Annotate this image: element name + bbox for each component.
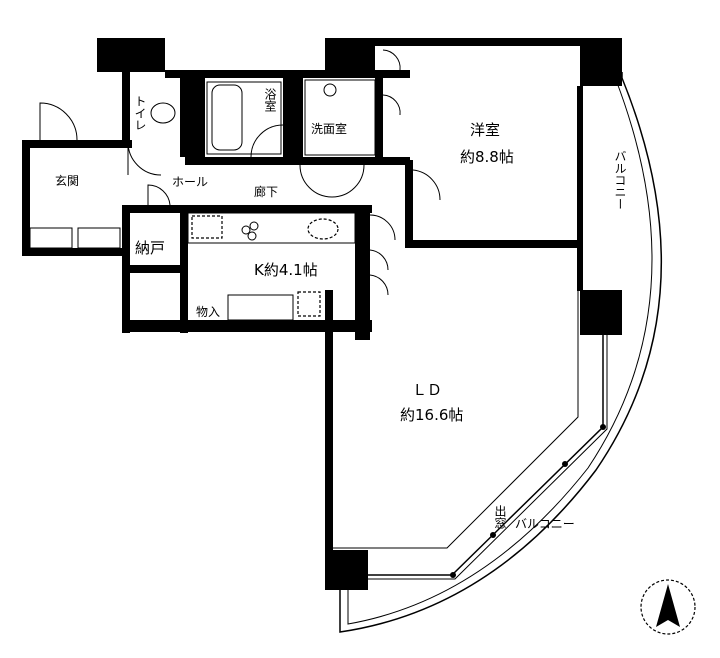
ld-name: ＬＤ — [412, 381, 442, 399]
entrance-label: 玄関 — [55, 173, 79, 188]
toilet-label: トイレ — [133, 95, 147, 131]
bathroom-label: 浴室 — [263, 88, 277, 112]
hall-label: ホール — [172, 175, 208, 189]
bay-window-label: 出窓 — [493, 505, 507, 529]
corridor-label: 廊下 — [254, 184, 278, 199]
walls — [22, 38, 622, 590]
washroom-label: 洗面室 — [311, 121, 347, 136]
storeroom-label: 納戸 — [135, 239, 165, 257]
balcony-east-label: バルコニー — [613, 150, 627, 210]
balcony-rail — [347, 79, 653, 625]
western-room-name: 洋室 — [470, 121, 500, 139]
balcony-south-label: バルコニー — [515, 517, 575, 531]
closet-label: 物入 — [196, 305, 220, 319]
north-arrow-icon — [640, 579, 696, 635]
bay-window — [368, 335, 604, 576]
balcony-outline — [339, 72, 663, 633]
kitchen-label: K約4.1帖 — [254, 261, 318, 279]
western-room-area: 約8.8帖 — [460, 148, 514, 166]
ld-area: 約16.6帖 — [400, 406, 463, 424]
